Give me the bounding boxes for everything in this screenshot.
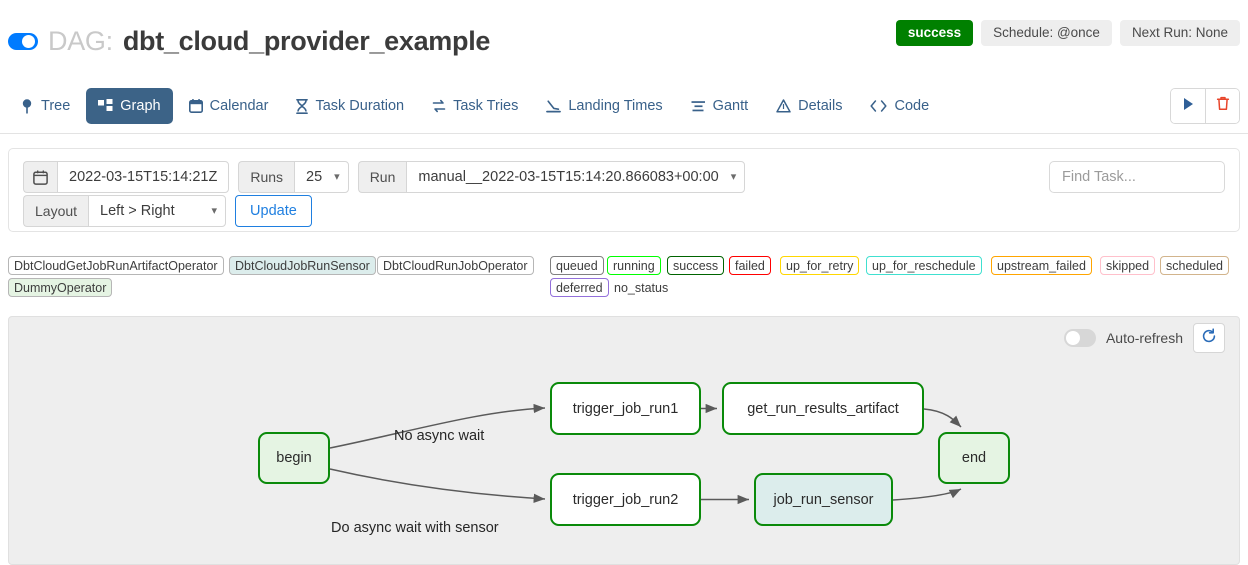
task-node-job-run-sensor[interactable]: job_run_sensor [754, 473, 893, 526]
base-date-input[interactable]: 2022-03-15T15:14:21Z [57, 161, 230, 193]
calendar-icon[interactable] [23, 161, 57, 193]
dag-label: DAG: [48, 26, 113, 56]
task-node-begin[interactable]: begin [258, 432, 330, 484]
gantt-icon [691, 100, 706, 113]
find-task-input[interactable]: Find Task... [1049, 161, 1225, 193]
auto-refresh-controls: Auto-refresh [1063, 323, 1225, 353]
view-tabs: Tree Graph Calendar Task Duration Task T [8, 78, 941, 134]
run-group: Run manual__2022-03-15T15:14:20.866083+0… [357, 161, 746, 193]
warning-triangle-icon [776, 99, 791, 113]
code-icon [870, 100, 888, 112]
legend-operator[interactable]: DbtCloudRunJobOperator [377, 256, 534, 275]
tab-details[interactable]: Details [764, 88, 854, 124]
tab-label: Details [798, 98, 843, 114]
dag-action-buttons [1170, 88, 1240, 124]
legend-state[interactable]: upstream_failed [991, 256, 1092, 275]
tree-icon [20, 98, 34, 114]
tab-label: Tree [41, 98, 71, 114]
delete-dag-button[interactable] [1205, 89, 1239, 123]
edge-label: No async wait [394, 428, 485, 444]
tab-label: Gantt [712, 98, 749, 114]
play-icon [1182, 97, 1195, 116]
hourglass-icon [296, 98, 309, 114]
status-badge: success [895, 20, 974, 46]
runs-group: Runs 25 ▾ [238, 161, 349, 193]
view-tabbar: Tree Graph Calendar Task Duration Task T [0, 78, 1248, 134]
tab-calendar[interactable]: Calendar [177, 88, 281, 124]
legend-state[interactable]: scheduled [1160, 256, 1229, 275]
layout-value: Left > Right [100, 203, 175, 219]
legend-state[interactable]: failed [729, 256, 771, 275]
tab-label: Graph [120, 98, 161, 114]
dag-title: DAG: dbt_cloud_provider_example [8, 26, 490, 57]
trash-icon [1216, 96, 1230, 116]
filter-row-layout: Layout Left > Right ▾ Update [23, 195, 312, 227]
legend-state[interactable]: up_for_retry [780, 256, 860, 275]
legend-state[interactable]: deferred [550, 278, 609, 297]
legend-state[interactable]: success [667, 256, 725, 275]
task-node-end[interactable]: end [938, 432, 1010, 484]
dag-pause-toggle[interactable] [8, 33, 38, 50]
retry-icon [432, 99, 446, 113]
chevron-down-icon: ▾ [334, 170, 340, 183]
schedule-badge[interactable]: Schedule: @once [981, 20, 1112, 46]
legend-area: DbtCloudGetJobRunArtifactOperator DbtClo… [0, 256, 1248, 306]
trigger-dag-button[interactable] [1171, 89, 1205, 123]
chevron-down-icon: ▾ [211, 204, 218, 217]
task-node-trigger-job-run1[interactable]: trigger_job_run1 [550, 382, 701, 435]
dag-run-value: manual__2022-03-15T15:14:20.866083+00:00 [418, 169, 719, 185]
dag-edges [329, 403, 962, 505]
run-label: Run [357, 161, 407, 193]
layout-label: Layout [23, 195, 89, 227]
refresh-button[interactable] [1193, 323, 1225, 353]
task-node-trigger-job-run2[interactable]: trigger_job_run2 [550, 473, 701, 526]
dag-name: dbt_cloud_provider_example [122, 26, 491, 56]
auto-refresh-label: Auto-refresh [1105, 330, 1183, 346]
tab-graph[interactable]: Graph [86, 88, 173, 124]
tab-label: Landing Times [568, 98, 663, 114]
page-header: DAG: dbt_cloud_provider_example success … [0, 0, 1248, 70]
num-runs-value: 25 [306, 169, 323, 185]
tab-label: Task Duration [315, 98, 405, 114]
tab-task-tries[interactable]: Task Tries [420, 88, 530, 124]
update-button[interactable]: Update [235, 195, 312, 227]
tab-landing-times[interactable]: Landing Times [534, 88, 674, 124]
tab-label: Code [894, 98, 930, 114]
legend-state[interactable]: no_status [614, 280, 669, 295]
tab-label: Task Tries [453, 98, 519, 114]
next-run-badge[interactable]: Next Run: None [1119, 20, 1240, 46]
tab-code[interactable]: Code [858, 88, 941, 124]
calendar-icon [188, 99, 203, 113]
filter-row-primary: 2022-03-15T15:14:21Z Runs 25 ▾ Run manua… [23, 161, 746, 193]
auto-refresh-toggle[interactable] [1063, 329, 1096, 347]
base-date-group: 2022-03-15T15:14:21Z [23, 161, 230, 193]
num-runs-select[interactable]: 25 ▾ [294, 161, 349, 193]
layout-group: Layout Left > Right ▾ [23, 195, 227, 227]
legend-state[interactable]: up_for_reschedule [866, 256, 982, 275]
landing-icon [546, 99, 562, 113]
runs-label: Runs [238, 161, 295, 193]
task-node-get-run-results-artifact[interactable]: get_run_results_artifact [722, 382, 924, 435]
tab-task-duration[interactable]: Task Duration [284, 88, 416, 124]
legend-state[interactable]: queued [550, 256, 604, 275]
tab-label: Calendar [209, 98, 269, 114]
legend-state[interactable]: skipped [1100, 256, 1156, 275]
dag-run-select[interactable]: manual__2022-03-15T15:14:20.866083+00:00… [406, 161, 746, 193]
header-badges: success Schedule: @once Next Run: None [895, 20, 1240, 46]
refresh-icon [1201, 327, 1217, 349]
tab-gantt[interactable]: Gantt [679, 88, 760, 124]
tab-tree[interactable]: Tree [8, 88, 82, 124]
legend-operator[interactable]: DummyOperator [8, 278, 113, 297]
legend-operator[interactable]: DbtCloudGetJobRunArtifactOperator [8, 256, 224, 275]
legend-state[interactable]: running [607, 256, 661, 275]
layout-select[interactable]: Left > Right ▾ [88, 195, 227, 227]
graph-icon [98, 99, 113, 113]
chevron-down-icon: ▾ [730, 170, 737, 183]
edge-label: Do async wait with sensor [331, 520, 499, 536]
legend-operator[interactable]: DbtCloudJobRunSensor [229, 256, 376, 275]
filter-toolbar: 2022-03-15T15:14:21Z Runs 25 ▾ Run manua… [8, 148, 1240, 232]
dag-graph-canvas[interactable]: Auto-refresh begin trigger_job_run1 get_… [8, 316, 1240, 565]
